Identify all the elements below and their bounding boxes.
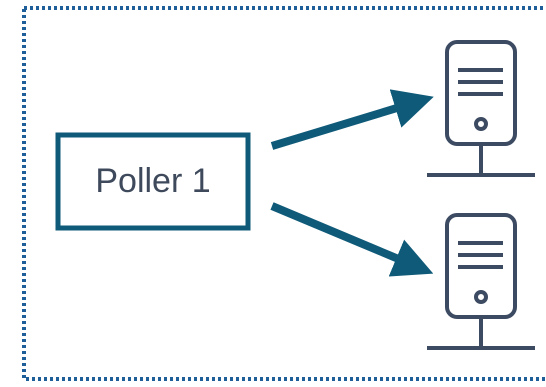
arrow-to-server-2 [270,202,434,277]
poller-box [55,132,251,231]
server-icon [427,213,535,350]
dotted-boundary [22,6,546,381]
server-icon [427,40,535,177]
arrow-to-server-1 [270,89,434,150]
